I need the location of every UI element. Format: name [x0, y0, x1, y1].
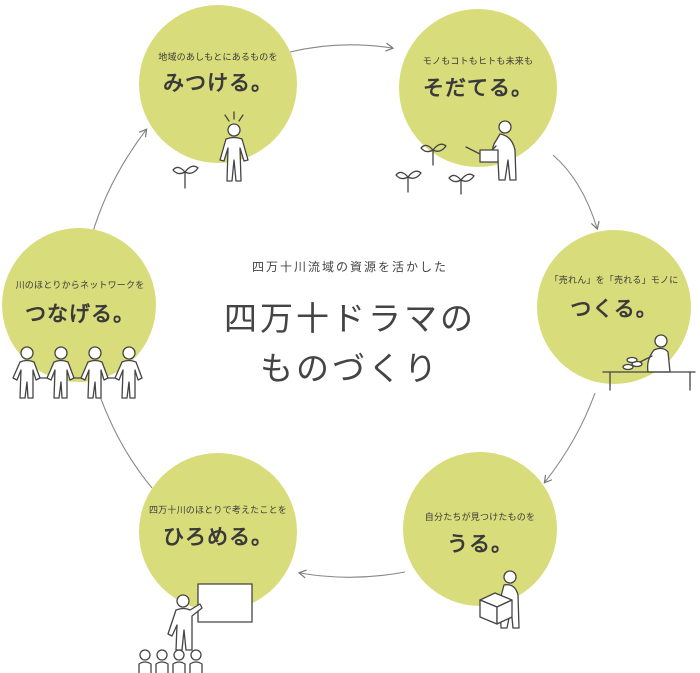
sprout-icon	[448, 173, 475, 195]
step-find-label: みつける。	[163, 71, 273, 95]
people-chain-icon	[12, 346, 143, 399]
worker-icon	[639, 334, 671, 373]
arrow-sell-to-spread	[297, 569, 406, 579]
arrow-connect-to-find	[91, 128, 148, 236]
arrow-find-to-grow	[289, 42, 395, 53]
step-grow-caption: モノもコトもヒトも未来も	[422, 57, 534, 67]
step-connect-label: つなげる。	[25, 302, 135, 326]
table-icon	[602, 356, 696, 391]
circle-spread	[139, 453, 297, 611]
step-make-label: つくる。	[570, 297, 658, 321]
box-icon	[479, 592, 513, 625]
arrow-make-to-sell	[543, 392, 596, 484]
person-icon	[219, 111, 249, 182]
arrow-grow-to-make	[552, 154, 600, 231]
step-grow-label: そだてる。	[423, 76, 533, 100]
step-sell-caption: 自分たちが見つけたものを	[424, 513, 536, 523]
step-make-caption: 「売れん」を「売れる」モノに	[549, 276, 679, 286]
circle-sell	[403, 452, 557, 606]
step-sell-label: うる。	[447, 532, 513, 556]
step-circles	[2, 5, 691, 611]
step-spread-label: ひろめる。	[163, 525, 273, 549]
circle-make	[537, 230, 691, 384]
step-connect-caption: 川のほとりからネットワークを	[15, 281, 145, 291]
step-spread-caption: 四万十川のほとりで考えたことを	[148, 506, 287, 516]
circle-grow	[399, 9, 557, 167]
circle-find	[139, 5, 297, 163]
sprout-icon	[395, 170, 422, 193]
circle-connect	[2, 228, 156, 382]
cycle-arrows	[89, 42, 600, 579]
sprout-icon	[420, 143, 447, 166]
sprout-icon	[172, 165, 199, 189]
presenter-icon	[167, 594, 203, 651]
center-subtitle: 四万十川流域の資源を活かした	[251, 260, 448, 274]
center-title-line1: 四万十ドラマの	[224, 299, 476, 338]
watering-can-icon	[465, 146, 499, 163]
step-find-caption: 地域のあしもとにあるものを	[158, 53, 278, 63]
board-icon	[197, 583, 253, 623]
audience-icon	[138, 649, 203, 673]
center-title-line2: ものづくり	[260, 349, 440, 388]
